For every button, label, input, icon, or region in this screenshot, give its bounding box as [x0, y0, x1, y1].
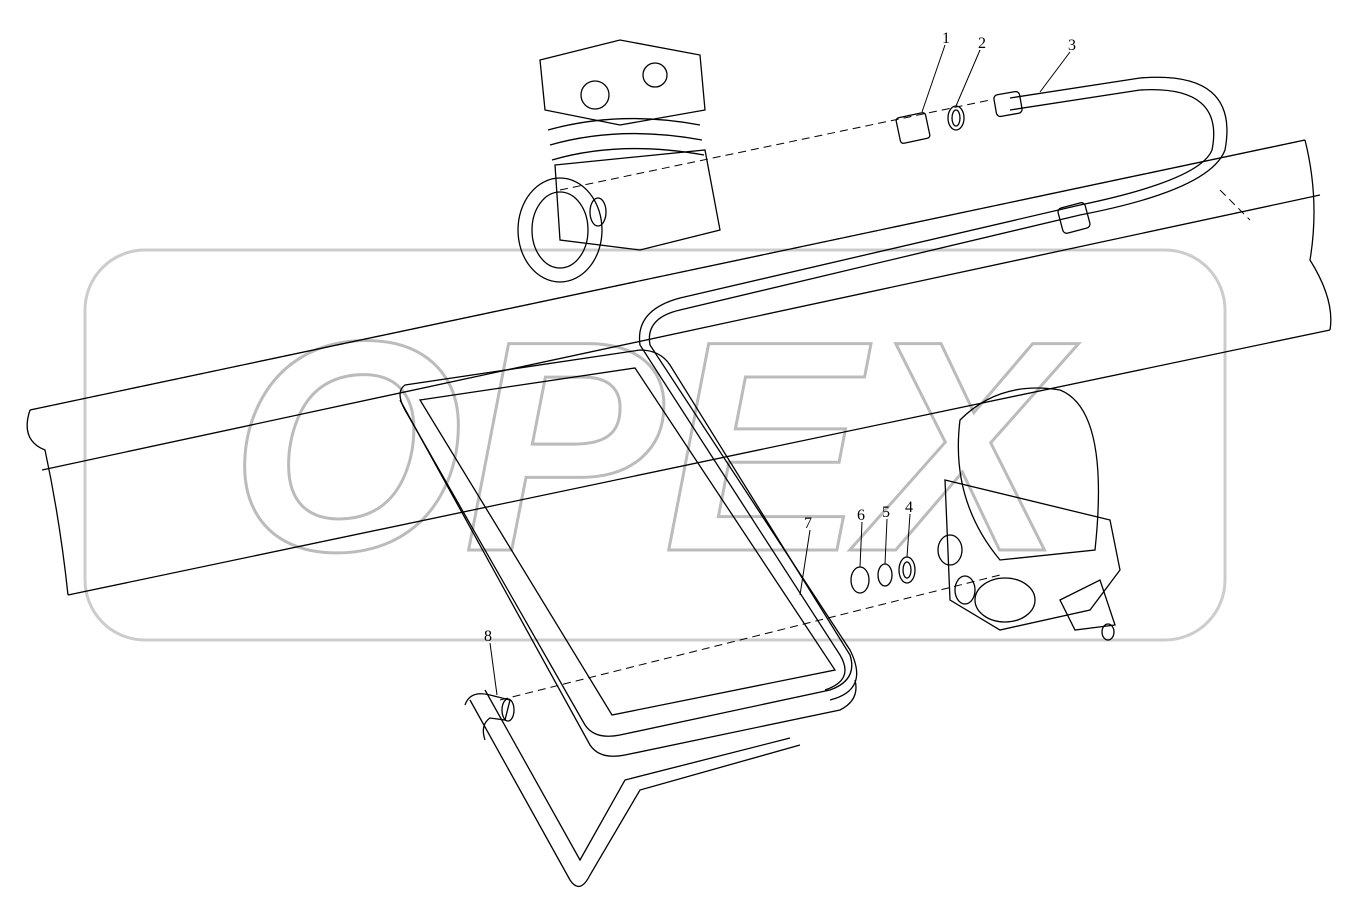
callout-5: 5: [882, 504, 890, 521]
coil-pipe: [399, 349, 857, 887]
watermark-logo: OPEX: [83, 248, 1227, 642]
callout-2: 2: [978, 35, 986, 52]
assembly-lines: [29, 99, 1306, 701]
callout-3: 3: [1068, 37, 1076, 54]
air-dryer: [937, 387, 1121, 641]
callouts: [489, 44, 1071, 696]
union-fitting: [895, 105, 965, 144]
pipe: [638, 76, 1228, 701]
air-compressor: [517, 39, 721, 283]
callout-1: 1: [942, 30, 950, 47]
watermark-text: OPEX: [230, 278, 1079, 614]
elbow: [464, 693, 515, 741]
callout-6: 6: [857, 507, 865, 524]
callout-7: 7: [804, 515, 812, 532]
callout-8: 8: [484, 628, 492, 645]
callout-4: 4: [905, 499, 913, 516]
